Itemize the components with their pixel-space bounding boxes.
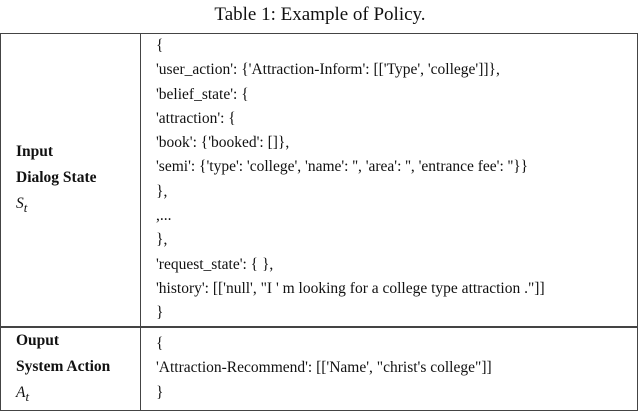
table-caption: Table 1: Example of Policy.: [214, 4, 426, 25]
table-row-input: Input Dialog State St { 'user_action': {'…: [0, 32, 638, 328]
content-line: {: [156, 37, 164, 54]
content-line: },: [156, 182, 168, 200]
content-line: 'book': {'booked': []},: [156, 134, 290, 152]
row-label: Ouput System Action At: [0, 325, 141, 411]
table-row-output: Ouput System Action At { 'Attraction-Reco…: [0, 325, 638, 411]
row-content: { 'Attraction-Recommend': [['Name', "chri…: [140, 325, 638, 411]
row-label: Input Dialog State St: [0, 32, 141, 328]
content-line: 'belief_state': {: [156, 85, 249, 103]
content-line: {: [156, 335, 164, 353]
content-line: 'Attraction-Recommend': [['Name', "chris…: [156, 359, 492, 377]
content-line: }: [156, 383, 164, 401]
content-line: },: [156, 231, 168, 249]
label-line: Input: [16, 142, 54, 160]
content-line: 'request_state': { },: [156, 255, 274, 273]
label-line: Dialog State: [16, 168, 97, 186]
content-line: 'history': [['null', "I ' m looking for …: [156, 279, 545, 297]
content-line: 'semi': {'type': 'college', 'name': '', …: [156, 158, 529, 176]
symbol: St: [16, 194, 28, 215]
symbol: At: [16, 383, 30, 404]
label-line: Ouput: [16, 331, 60, 349]
content-line: }: [156, 304, 164, 322]
label-line: System Action: [16, 357, 111, 375]
content-line: 'user_action': {'Attraction-Inform': [['…: [156, 61, 500, 79]
policy-table: Input Dialog State St { 'user_action': {'…: [0, 32, 638, 411]
row-content: { 'user_action': {'Attraction-Inform': [[…: [140, 32, 638, 328]
content-line: 'attraction': {: [156, 109, 236, 127]
content-line: ,...: [156, 207, 172, 225]
